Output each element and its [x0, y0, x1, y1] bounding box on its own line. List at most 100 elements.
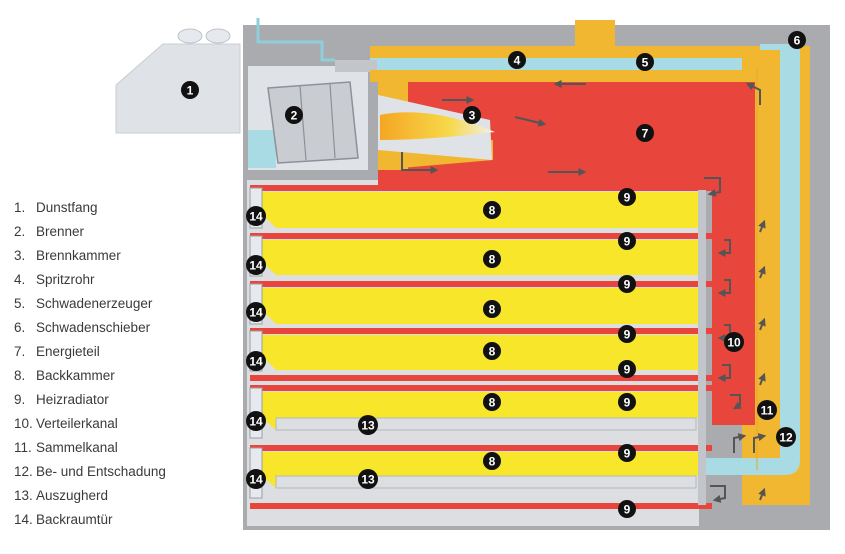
- marker-8: 8: [483, 452, 501, 470]
- marker-label: 2: [291, 109, 298, 123]
- legend-item-2: 2. Brenner: [14, 220, 166, 244]
- legend-item-6: 6.Schwadenschieber: [14, 316, 166, 340]
- marker-label: 12: [779, 431, 793, 445]
- marker-label: 9: [624, 396, 631, 410]
- marker-14: 14: [246, 351, 266, 371]
- marker-8: 8: [483, 342, 501, 360]
- marker-6: 6: [788, 31, 806, 49]
- marker-14: 14: [246, 302, 266, 322]
- legend-number: 10.: [14, 416, 33, 431]
- marker-label: 8: [489, 455, 496, 469]
- marker-label: 8: [489, 204, 496, 218]
- legend-item-4: 4.Spritzrohr: [14, 268, 166, 292]
- legend-label: Schwadenschieber: [36, 320, 151, 335]
- marker-label: 14: [249, 259, 263, 273]
- legend-number: 8.: [14, 368, 26, 383]
- baking-chambers: [250, 185, 712, 509]
- marker-2: 2: [285, 106, 303, 124]
- marker-10: 10: [724, 332, 744, 352]
- legend-number: 11.: [14, 440, 32, 455]
- marker-label: 9: [624, 447, 631, 461]
- marker-label: 14: [249, 355, 263, 369]
- marker-label: 8: [489, 303, 496, 317]
- top-ducts: [335, 20, 748, 82]
- marker-label: 13: [361, 473, 375, 487]
- legend-label: Energieteil: [36, 344, 100, 359]
- marker-12: 12: [776, 427, 796, 447]
- marker-label: 6: [794, 34, 801, 48]
- legend-number: 14.: [14, 512, 33, 527]
- legend-item-11: 11. Sammelkanal: [14, 436, 166, 460]
- legend-item-7: 7. Energieteil: [14, 340, 166, 364]
- legend-number: 5.: [14, 296, 26, 311]
- marker-label: 9: [624, 278, 631, 292]
- legend-label: Spritzrohr: [36, 272, 95, 287]
- legend-number: 9.: [14, 392, 26, 407]
- marker-7: 7: [636, 124, 654, 142]
- legend-number: 13.: [14, 488, 33, 503]
- marker-label: 14: [249, 306, 263, 320]
- legend-item-10: 10.Verteilerkanal: [14, 412, 166, 436]
- marker-label: 14: [249, 210, 263, 224]
- marker-1: 1: [181, 81, 199, 99]
- marker-9: 9: [618, 500, 636, 518]
- marker-5: 5: [636, 53, 654, 71]
- legend-number: 1.: [14, 200, 26, 215]
- marker-9: 9: [618, 393, 636, 411]
- combustion-chamber: [378, 95, 495, 160]
- marker-label: 8: [489, 345, 496, 359]
- legend-label: Backraumtür: [36, 512, 113, 527]
- legend-item-9: 9. Heizradiator: [14, 388, 166, 412]
- marker-9: 9: [618, 444, 636, 462]
- markers: 1 2 3 4 5 6 7 8 8 8 8 8 8 9 9 9 9 9 9 9 …: [181, 31, 806, 518]
- legend-label: Brenner: [36, 224, 85, 239]
- legend-item-3: 3.Brennkammer: [14, 244, 166, 268]
- marker-9: 9: [618, 232, 636, 250]
- marker-label: 8: [489, 396, 496, 410]
- marker-label: 9: [624, 235, 631, 249]
- marker-9: 9: [618, 325, 636, 343]
- marker-label: 1: [187, 84, 194, 98]
- legend-label: Be- und Entschadung: [36, 464, 166, 479]
- legend-label: Dunstfang: [36, 200, 98, 215]
- marker-label: 13: [361, 419, 375, 433]
- marker-3: 3: [463, 106, 481, 124]
- marker-label: 10: [727, 336, 741, 350]
- marker-14: 14: [246, 255, 266, 275]
- marker-label: 11: [761, 404, 774, 418]
- marker-11: 11: [757, 400, 777, 420]
- marker-label: 9: [624, 191, 631, 205]
- marker-9: 9: [618, 275, 636, 293]
- marker-label: 5: [642, 56, 649, 70]
- marker-14: 14: [246, 411, 266, 431]
- marker-label: 9: [624, 503, 631, 517]
- marker-label: 8: [489, 253, 496, 267]
- legend-list: 1. Dunstfang 2. Brenner 3.Brennkammer 4.Sp…: [14, 196, 166, 532]
- marker-label: 14: [249, 473, 263, 487]
- marker-13: 13: [358, 469, 378, 489]
- legend-label: Auszugherd: [36, 488, 109, 503]
- marker-9: 9: [618, 360, 636, 378]
- legend-label: Verteilerkanal: [36, 416, 118, 431]
- marker-label: 14: [249, 415, 263, 429]
- legend-label: Schwadenerzeuger: [36, 296, 153, 311]
- legend-label: Brennkammer: [36, 248, 121, 263]
- legend-label: Backkammer: [36, 368, 115, 383]
- legend-number: 2.: [14, 224, 26, 239]
- marker-4: 4: [508, 51, 526, 69]
- marker-14: 14: [246, 206, 266, 226]
- marker-8: 8: [483, 300, 501, 318]
- legend-number: 7.: [14, 344, 26, 359]
- legend-item-5: 5. Schwadenerzeuger: [14, 292, 166, 316]
- marker-9: 9: [618, 188, 636, 206]
- legend-item-14: 14.Backraumtür: [14, 508, 166, 532]
- legend-label: Heizradiator: [36, 392, 109, 407]
- marker-label: 9: [624, 363, 631, 377]
- legend-item-8: 8. Backkammer: [14, 364, 166, 388]
- marker-label: 7: [642, 127, 649, 141]
- marker-label: 4: [514, 54, 521, 68]
- legend-label: Sammelkanal: [36, 440, 118, 455]
- marker-14: 14: [246, 469, 266, 489]
- marker-8: 8: [483, 393, 501, 411]
